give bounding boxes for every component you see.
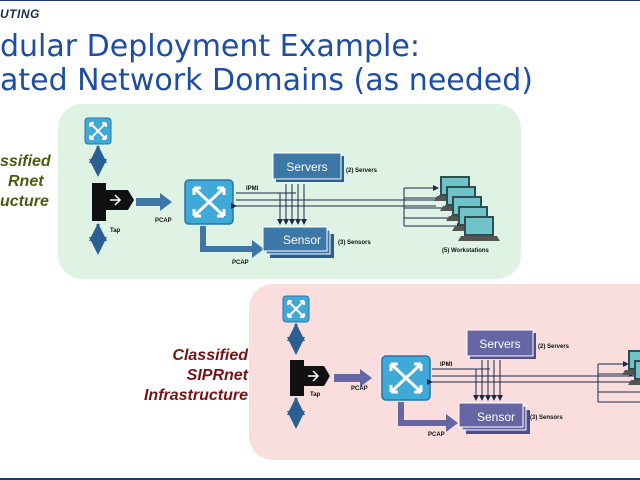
unclassified-pcap-arrow — [136, 193, 172, 211]
unclassified-servers-box — [272, 152, 344, 182]
top-border — [0, 0, 640, 1]
classified-pcap-arrow — [334, 369, 372, 387]
unclassified-servers-label: Servers — [286, 160, 327, 174]
classified-connection-lines — [427, 360, 640, 403]
unclassified-tap-icon — [92, 183, 134, 221]
unclassified-pcap-label-1: PCAP — [155, 218, 172, 224]
logo: UTING — [0, 7, 40, 21]
unclassified-tap-label: Tap — [110, 228, 121, 234]
unclassified-label-line-2: Rnet — [8, 173, 44, 190]
classified-label-line-3: Infrastructure — [143, 387, 248, 404]
title-line-2: ated Network Domains (as needed) — [0, 63, 533, 98]
unclassified-sensor-pcap-arrow — [200, 226, 264, 258]
classified-sensors-count: (3) Sensors — [530, 415, 563, 421]
classified-servers-box — [466, 329, 536, 359]
classified-sensor-box — [458, 402, 530, 434]
bottom-border — [0, 478, 640, 480]
classified-top-switch-icon — [282, 295, 310, 323]
unclassified-pcap-label-2: PCAP — [232, 260, 249, 266]
classified-pcap-label-2: PCAP — [428, 432, 445, 438]
unclassified-core-switch-icon — [183, 178, 235, 226]
classified-tap-icon — [290, 360, 330, 396]
classified-servers-count: (2) Servers — [538, 344, 570, 350]
unclassified-infrastructure-label: ssified Rnet ucture — [0, 152, 51, 212]
unclassified-label-line-1: ssified — [0, 153, 51, 170]
classified-core-switch-icon — [380, 354, 432, 402]
unclassified-top-switch-icon — [84, 117, 112, 145]
unclassified-label-line-3: ucture — [0, 193, 49, 210]
title-line-1: dular Deployment Example: — [0, 29, 420, 64]
classified-label-line-2: SIPRnet — [186, 367, 248, 384]
unclassified-workstations-count: (5) Workstations — [442, 248, 490, 254]
page-title: dular Deployment Example: ated Network D… — [0, 30, 640, 98]
classified-label-line-1: Classified — [172, 347, 248, 364]
unclassified-servers-count: (2) Servers — [346, 168, 378, 174]
classified-ipmi-label: IPMI — [440, 362, 453, 368]
classified-sensor-label: Sensor — [477, 410, 515, 424]
classified-servers-label: Servers — [479, 337, 520, 351]
unclassified-sensors-count: (3) Sensors — [338, 240, 371, 246]
unclassified-ipmi-label: IPMI — [246, 186, 259, 192]
unclassified-domain-panel — [58, 104, 521, 279]
unclassified-connection-lines — [231, 184, 463, 229]
classified-pcap-label-1: PCAP — [351, 386, 368, 392]
classified-infrastructure-label: Classified SIPRnet Infrastructure — [120, 346, 248, 406]
unclassified-sensor-box — [262, 226, 334, 258]
classified-sensor-pcap-arrow — [398, 402, 458, 432]
classified-domain-panel — [249, 284, 640, 460]
classified-tap-label: Tap — [310, 392, 321, 398]
unclassified-sensor-label: Sensor — [283, 233, 321, 247]
